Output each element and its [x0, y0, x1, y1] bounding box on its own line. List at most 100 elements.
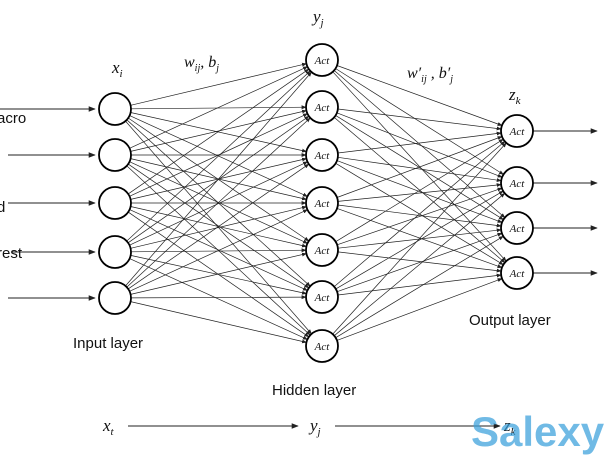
hidden-output-edge-2-4 [333, 117, 506, 263]
input-hidden-edge-5-4 [129, 209, 308, 292]
hidden-node-1-label: Act [314, 55, 331, 67]
output-node-2-circle [500, 166, 534, 200]
input-node-5-circle [98, 281, 132, 315]
input-hidden-edge-5-5 [130, 252, 307, 295]
hidden-node-7: Act [305, 329, 339, 363]
hidden-node-6-circle [305, 280, 339, 314]
hidden-output-edge-4-3 [337, 204, 502, 228]
input-node-2-circle [98, 138, 132, 172]
input-hidden-edge-2-1 [129, 66, 308, 149]
input-node-4 [98, 235, 132, 269]
hidden-node-5-label: Act [314, 245, 331, 257]
output-layer-title: Output layer [469, 312, 551, 329]
hidden-output-edge-6-4 [337, 273, 502, 296]
hidden-output-edge-3-2 [337, 156, 502, 183]
weights-first-label: wij, bj [184, 54, 219, 74]
output-node-4-circle [500, 256, 534, 290]
input-node-1 [98, 92, 132, 126]
input-node-4-circle [98, 235, 132, 269]
hidden-output-edge-3-1 [337, 131, 502, 154]
input-hidden-edge-5-6 [130, 295, 307, 300]
hidden-output-edge-7-1 [332, 142, 507, 335]
output-node-2-label: Act [509, 178, 526, 190]
hidden-output-edge-2-1 [337, 108, 502, 131]
hidden-node-7-label: Act [314, 341, 331, 353]
hidden-output-edge-1-4 [332, 71, 507, 262]
hidden-output-edge-6-1 [333, 141, 506, 287]
hidden-output-edge-7-4 [336, 278, 503, 341]
output-node-2: Act [500, 166, 534, 200]
input-node-5 [98, 281, 132, 315]
output-arrows [533, 128, 598, 276]
output-node-4-label: Act [509, 268, 526, 280]
hidden-node-3: Act [305, 138, 339, 172]
input-layer-var: xi [111, 58, 123, 80]
flow-y-label: yj [308, 416, 321, 438]
input-hidden-edge-5-2 [126, 117, 311, 288]
hidden-output-edge-6-3 [336, 232, 503, 293]
output-node-3-label: Act [509, 223, 526, 235]
hidden-node-5-circle [305, 233, 339, 267]
input-node-2 [98, 138, 132, 172]
hidden-node-2-circle [305, 90, 339, 124]
hidden-layer-var: yj [311, 7, 324, 29]
input-hidden-edge-4-3 [129, 161, 308, 246]
hidden-output-edge-1-1 [336, 65, 503, 126]
hidden-output-edge-5-2 [336, 187, 503, 246]
input-hidden-edge-1-2 [130, 105, 307, 110]
output-node-3: Act [500, 211, 534, 245]
input-label-3: d [0, 199, 5, 216]
hidden-layer-title: Hidden layer [272, 382, 356, 399]
hidden-output-edge-2-2 [336, 112, 503, 178]
output-node-1: Act [500, 114, 534, 148]
input-hidden-edge-5-3 [128, 163, 310, 290]
input-layer-title: Input layer [73, 335, 143, 352]
hidden-output-edge-3-3 [336, 160, 503, 223]
hidden-output-edge-1-3 [333, 70, 506, 218]
hidden-output-edge-1-2 [335, 68, 504, 175]
input-label-4: rest [0, 245, 23, 262]
weights-second-label: w′ij , b′j [407, 65, 453, 85]
hidden-output-edge-7-2 [334, 192, 506, 336]
input-hidden-edge-4-7 [129, 258, 308, 340]
input-hidden-edge-4-6 [130, 255, 307, 295]
hidden-node-3-circle [305, 138, 339, 172]
input-hidden-edge-3-1 [128, 68, 310, 195]
input-hidden-edge-4-4 [130, 205, 307, 249]
input-node-3-circle [98, 186, 132, 220]
input-hidden-edge-3-2 [129, 113, 308, 197]
hidden-node-4-circle [305, 186, 339, 220]
hidden-node-4-label: Act [314, 198, 331, 210]
input-node-3 [98, 186, 132, 220]
hidden-output-edge-5-1 [335, 139, 504, 242]
input-hidden-edge-2-2 [130, 109, 307, 152]
input-arrows [0, 106, 96, 301]
hidden-output-edge-7-3 [335, 236, 504, 338]
output-node-1-circle [500, 114, 534, 148]
input-hidden-edge-2-6 [128, 163, 310, 289]
hidden-node-6-label: Act [314, 292, 331, 304]
hidden-node-5: Act [305, 233, 339, 267]
hidden-node-3-label: Act [314, 150, 331, 162]
hidden-output-edge-4-2 [337, 183, 502, 202]
input-hidden-edge-5-7 [130, 301, 307, 344]
input-hidden-edge-5-1 [125, 71, 312, 287]
flow-z-label: zk [503, 416, 517, 438]
flow-x-label: xt [102, 416, 115, 438]
input-node-1-circle [98, 92, 132, 126]
hidden-node-6: Act [305, 280, 339, 314]
output-layer-var: zk [508, 85, 522, 107]
watermark-logo: Salexy [471, 408, 605, 455]
hidden-output-edge-5-4 [337, 251, 502, 273]
hidden-node-2-label: Act [314, 102, 331, 114]
hidden-output-edge-2-3 [335, 115, 504, 220]
input-hidden-edge-4-5 [130, 248, 307, 253]
hidden-node-1-circle [305, 43, 339, 77]
connection-edges [125, 62, 507, 344]
input-label-1: acro [0, 110, 26, 127]
hidden-output-edge-6-2 [335, 190, 504, 290]
hidden-node-7-circle [305, 329, 339, 363]
output-node-3-circle [500, 211, 534, 245]
